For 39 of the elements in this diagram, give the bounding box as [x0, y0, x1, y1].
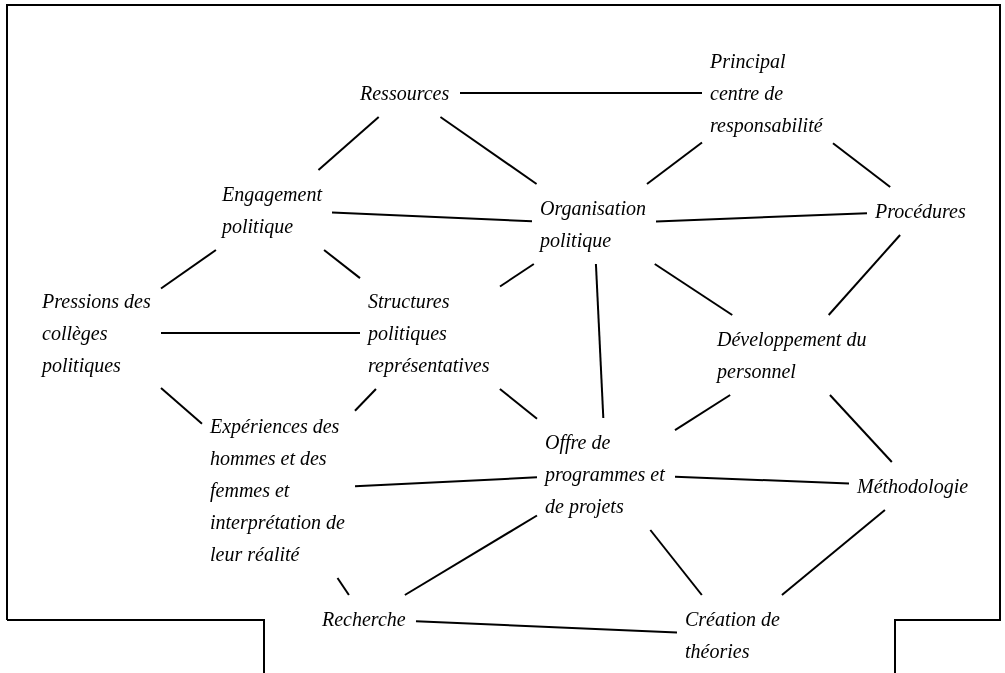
- concept-label: Recherche: [322, 603, 408, 635]
- connector-line: [459, 92, 703, 94]
- connector-line: [653, 263, 734, 316]
- connector-line: [354, 388, 377, 412]
- concept-label: Structures politiques représentatives: [368, 285, 492, 381]
- connector-line: [331, 211, 533, 223]
- connector-line: [655, 212, 868, 223]
- concept-label: Méthodologie: [857, 470, 971, 502]
- concept-label: Pressions des collèges politiques: [42, 285, 153, 381]
- connector-line: [317, 116, 380, 171]
- connector-line: [780, 509, 886, 596]
- concept-label: Développement du personnel: [717, 323, 869, 387]
- concept-label: Offre de programmes et de projets: [545, 426, 667, 522]
- connector-line: [160, 332, 361, 334]
- connector-line: [336, 577, 350, 596]
- connector-line: [415, 620, 678, 634]
- concept-label: Procédures: [875, 195, 968, 227]
- connector-line: [828, 394, 893, 463]
- connector-line: [674, 475, 850, 485]
- connector-line: [832, 142, 892, 188]
- connector-line: [403, 514, 538, 596]
- concept-label: Expériences des hommes et des femmes et interprétation de leur réalité: [210, 410, 347, 570]
- connector-line: [439, 116, 538, 185]
- connector-line: [499, 263, 535, 288]
- concept-label: Organisation politique: [540, 192, 648, 256]
- connector-line: [649, 529, 703, 596]
- connector-line: [160, 249, 217, 290]
- connector-line: [674, 394, 732, 432]
- connector-line: [160, 387, 203, 425]
- concept-label: Création de théories: [685, 603, 782, 667]
- connector-line: [354, 476, 538, 488]
- connector-line: [594, 263, 605, 419]
- connector-line: [827, 234, 902, 316]
- concept-label: Engagement politique: [222, 178, 324, 242]
- connector-line: [646, 141, 703, 185]
- concept-label: Principal centre de responsabilité: [710, 45, 825, 141]
- connector-line: [323, 249, 361, 280]
- connector-line: [498, 388, 538, 420]
- concept-label: Ressources: [360, 77, 452, 109]
